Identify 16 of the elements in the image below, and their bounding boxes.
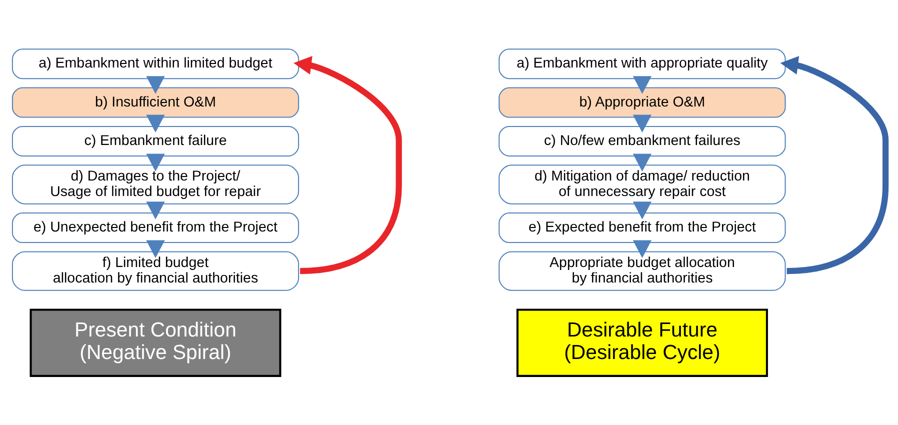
arrow: [146, 76, 165, 94]
node-box: Desirable Future (Desirable Cycle): [516, 308, 768, 377]
arrow: [146, 114, 165, 133]
arrow: [632, 76, 652, 94]
node-box: Present Condition (Negative Spiral): [30, 308, 282, 377]
node-box: f) Limited budget allocation by financial authorities: [12, 251, 300, 291]
node-box: Appropriate budget allocation by financial authorities: [498, 251, 786, 291]
arrow: [632, 114, 652, 133]
arrow: [632, 154, 652, 172]
arrow: [146, 202, 165, 220]
arrow: [146, 154, 165, 172]
arrow: [294, 56, 402, 274]
arrow: [632, 240, 652, 258]
arrow: [146, 240, 165, 258]
arrow: [780, 56, 889, 274]
arrow: [632, 202, 652, 220]
